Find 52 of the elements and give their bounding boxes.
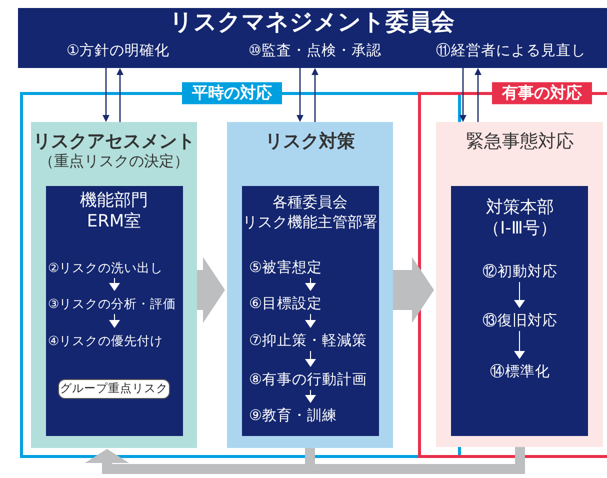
box-heading: 各種委員会 [272, 194, 348, 210]
step-label: ⑤被害想定 [249, 258, 322, 278]
panel-title: 緊急事態対応 [466, 132, 574, 152]
step-label: ⑨教育・訓練 [249, 406, 337, 426]
block-arrow [85, 447, 525, 474]
chevron-arrow [305, 350, 316, 367]
box-heading: （Ⅰ-Ⅲ号） [483, 220, 557, 238]
panel [227, 122, 393, 448]
panel-title: リスク対策 [265, 132, 355, 152]
panel-title: リスクアセスメント [33, 132, 195, 152]
frame-label: 平時の対応 [182, 82, 282, 104]
dark-box [451, 186, 588, 436]
panel-subtitle: （重点リスクの決定） [39, 152, 189, 170]
box-heading: 機能部門 [80, 192, 148, 210]
panel [436, 122, 603, 447]
step-label: ⑭標準化 [490, 362, 550, 382]
arrow [474, 68, 482, 122]
step-label: ⑪経営者による見直し [436, 44, 586, 60]
frame-label: 有事の対応 [492, 82, 592, 104]
dark-box [46, 186, 183, 436]
panel [31, 122, 197, 448]
block-arrow [393, 257, 434, 323]
arrow [116, 68, 124, 122]
arrow [312, 68, 318, 122]
band-title: リスクマネジメント委員会 [170, 10, 454, 36]
arrow [296, 68, 304, 122]
chevron-arrow [305, 390, 316, 403]
box-heading: リスク機能主管部署 [242, 214, 378, 230]
block-arrow [197, 257, 225, 323]
step-label: ⑩監査・点検・承認 [248, 44, 382, 60]
chevron-arrow [305, 314, 316, 328]
arrow [460, 68, 466, 122]
arrow [102, 68, 110, 122]
chevron-arrow [109, 278, 120, 291]
step-label: ⑬復旧対応 [482, 311, 558, 331]
chevron-arrow [109, 314, 120, 328]
step-label: ②リスクの洗い出し [48, 258, 164, 278]
step-label: ③リスクの分析・評価 [48, 294, 176, 314]
box-heading: 対策本部 [486, 198, 554, 218]
chevron-arrow [514, 282, 525, 308]
step-label: ⑧有事の行動計画 [249, 370, 367, 390]
chevron-arrow [514, 330, 525, 359]
box-heading: ERM室 [86, 212, 142, 232]
chevron-arrow [305, 278, 316, 291]
step-label: ④リスクの優先付け [48, 331, 164, 351]
dark-box [242, 186, 379, 436]
step-label: ⑥目標設定 [249, 294, 322, 314]
step-label: ⑦抑止策・軽減策 [249, 331, 367, 351]
committee-band [18, 8, 607, 68]
step-label: ①方針の明確化 [66, 44, 170, 60]
tag-badge: グループ重点リスク [58, 379, 170, 399]
step-label: ⑫初動対応 [482, 262, 558, 282]
